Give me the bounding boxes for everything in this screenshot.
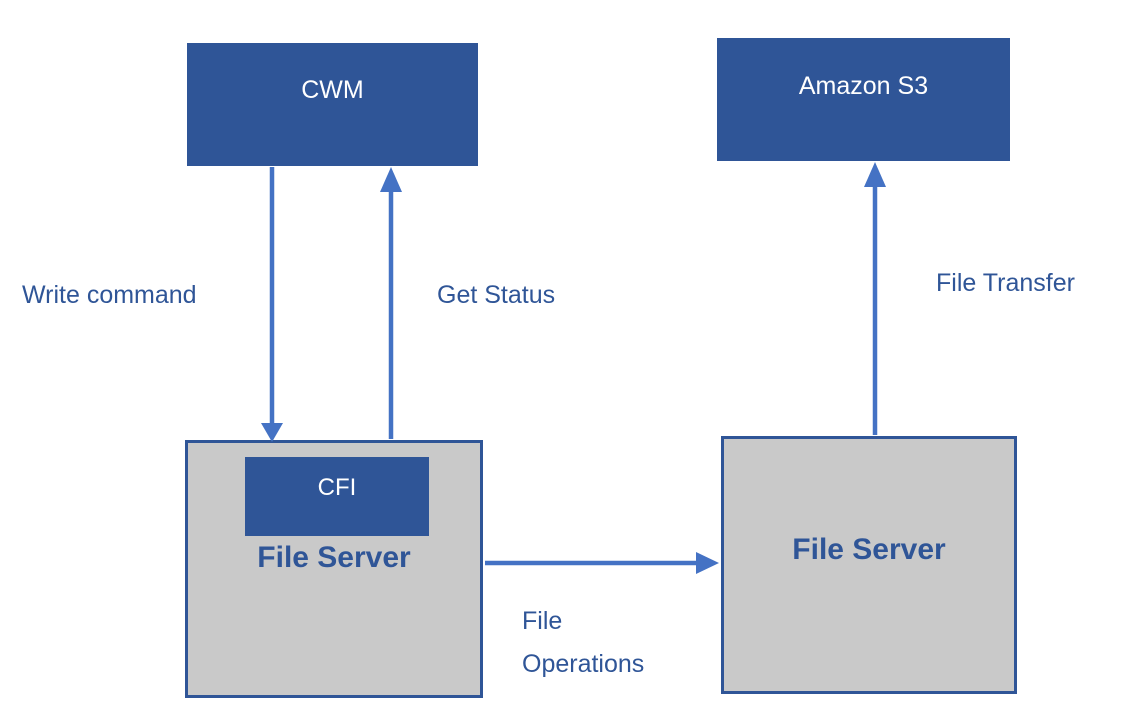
node-cfi: CFI (245, 457, 429, 536)
node-amazon-s3-label: Amazon S3 (798, 72, 929, 100)
file-operations-arrow (485, 552, 719, 574)
get-status-arrow (380, 167, 402, 439)
node-file-server-left-label: File Server (257, 541, 411, 574)
node-cwm: CWM (187, 43, 478, 166)
file-operations-label-line2: Operations (522, 650, 645, 678)
write-command-label: Write command (22, 281, 197, 309)
get-status-arrowhead (380, 167, 402, 192)
node-amazon-s3: Amazon S3 (717, 38, 1010, 161)
file-operations-label-line1: File (522, 607, 563, 635)
node-file-server-right: File Server (721, 436, 1017, 694)
file-operations-label: File Operations (522, 600, 644, 686)
write-command-arrow (261, 167, 283, 442)
file-transfer-arrow (864, 162, 886, 435)
file-transfer-arrowhead (864, 162, 886, 187)
get-status-label: Get Status (437, 281, 556, 309)
node-file-server-left: CFI File Server (185, 440, 483, 698)
file-operations-arrowhead (696, 552, 719, 574)
file-transfer-label: File Transfer (936, 269, 1075, 297)
node-file-server-right-label: File Server (792, 533, 946, 566)
node-cwm-label: CWM (301, 76, 364, 104)
node-cfi-label: CFI (317, 474, 357, 501)
